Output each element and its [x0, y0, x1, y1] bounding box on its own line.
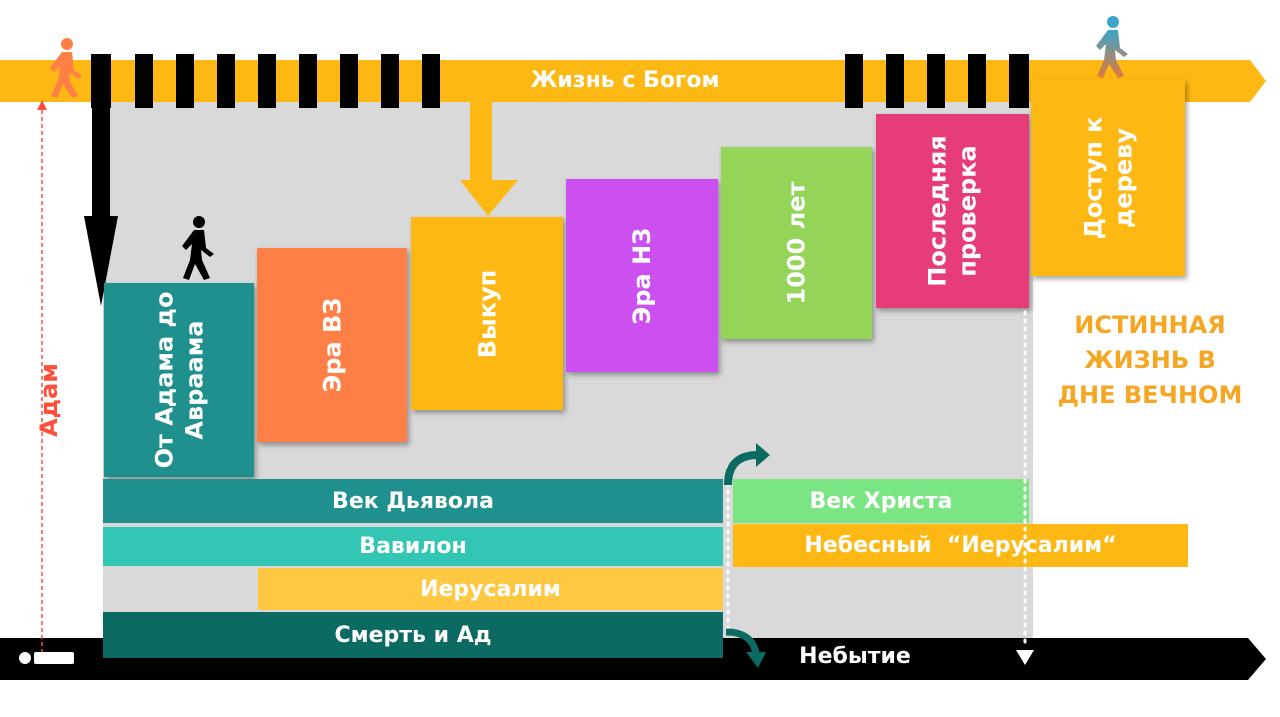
era-label: Доступ к дереву	[1079, 116, 1137, 239]
adam-label-wrap: Адам	[4, 363, 94, 437]
band-death-and-hell: Смерть и Ад	[103, 612, 723, 658]
crosswalk-stripe	[381, 54, 399, 108]
era-label: Эра НЗ	[627, 227, 656, 324]
curved-arrow-up-icon	[724, 443, 770, 486]
down-triangle-icon	[1016, 650, 1034, 665]
true-life-label: ИСТИННАЯ ЖИЗНЬ В ДНЕ ВЕЧНОМ	[1057, 311, 1243, 409]
era-label: 1000 лет	[782, 181, 811, 305]
crosswalk-stripe	[135, 54, 153, 108]
band-devil-age: Век Дьявола	[103, 479, 723, 523]
crosswalk-stripe	[927, 54, 945, 108]
fall-arrow	[84, 100, 118, 306]
dotted-divider	[726, 465, 730, 635]
band-babylon: Вавилон	[103, 527, 723, 566]
era-block-final-test: Последняя проверка	[876, 114, 1029, 308]
crosswalk-stripe	[258, 54, 276, 108]
era-block-millennium: 1000 лет	[721, 147, 872, 339]
crosswalk-stripe	[1009, 54, 1029, 108]
crosswalk-stripe	[968, 54, 986, 108]
era-block-adam-to-abraham: От Адама до Авраама	[104, 283, 254, 477]
era-label: Последняя проверка	[923, 135, 982, 287]
band-heavenly-jerusalem: Небесный “Иерусалим“	[733, 524, 1188, 567]
band-christ-age: Век Христа	[733, 479, 1029, 523]
walking-person-icon	[50, 38, 82, 98]
crosswalk-stripe	[176, 54, 194, 108]
bottom-arrow-label: Небытие	[799, 644, 911, 669]
adam-rise-line	[37, 100, 47, 652]
dotted-divider	[1023, 310, 1027, 650]
era-block-redemption: Выкуп	[411, 217, 563, 410]
era-label: Выкуп	[472, 269, 501, 358]
era-block-nt: Эра НЗ	[566, 179, 718, 372]
adam-label: Адам	[35, 363, 63, 437]
era-label: Эра ВЗ	[318, 297, 346, 393]
crosswalk-stripe	[217, 54, 235, 108]
crosswalk-stripe	[845, 54, 863, 108]
top-arrow-label: Жизнь с Богом	[530, 68, 720, 93]
era-block-tree-access: Доступ к дереву	[1031, 79, 1185, 276]
curved-arrow-down-icon	[725, 628, 766, 668]
crosswalk-stripe	[299, 54, 317, 108]
lying-person-icon	[19, 652, 74, 664]
crosswalk-stripe	[422, 54, 440, 108]
crosswalk-stripe	[340, 54, 358, 108]
crosswalk-stripe	[886, 54, 904, 108]
walking-person-icon	[1096, 16, 1128, 78]
redemption-arrow	[460, 100, 518, 216]
era-block-ot: Эра ВЗ	[257, 248, 407, 442]
walking-person-icon	[182, 216, 214, 280]
band-jerusalem: Иерусалим	[258, 568, 723, 610]
era-label: От Адама до Авраама	[150, 291, 209, 469]
crosswalk-stripe	[91, 54, 111, 108]
